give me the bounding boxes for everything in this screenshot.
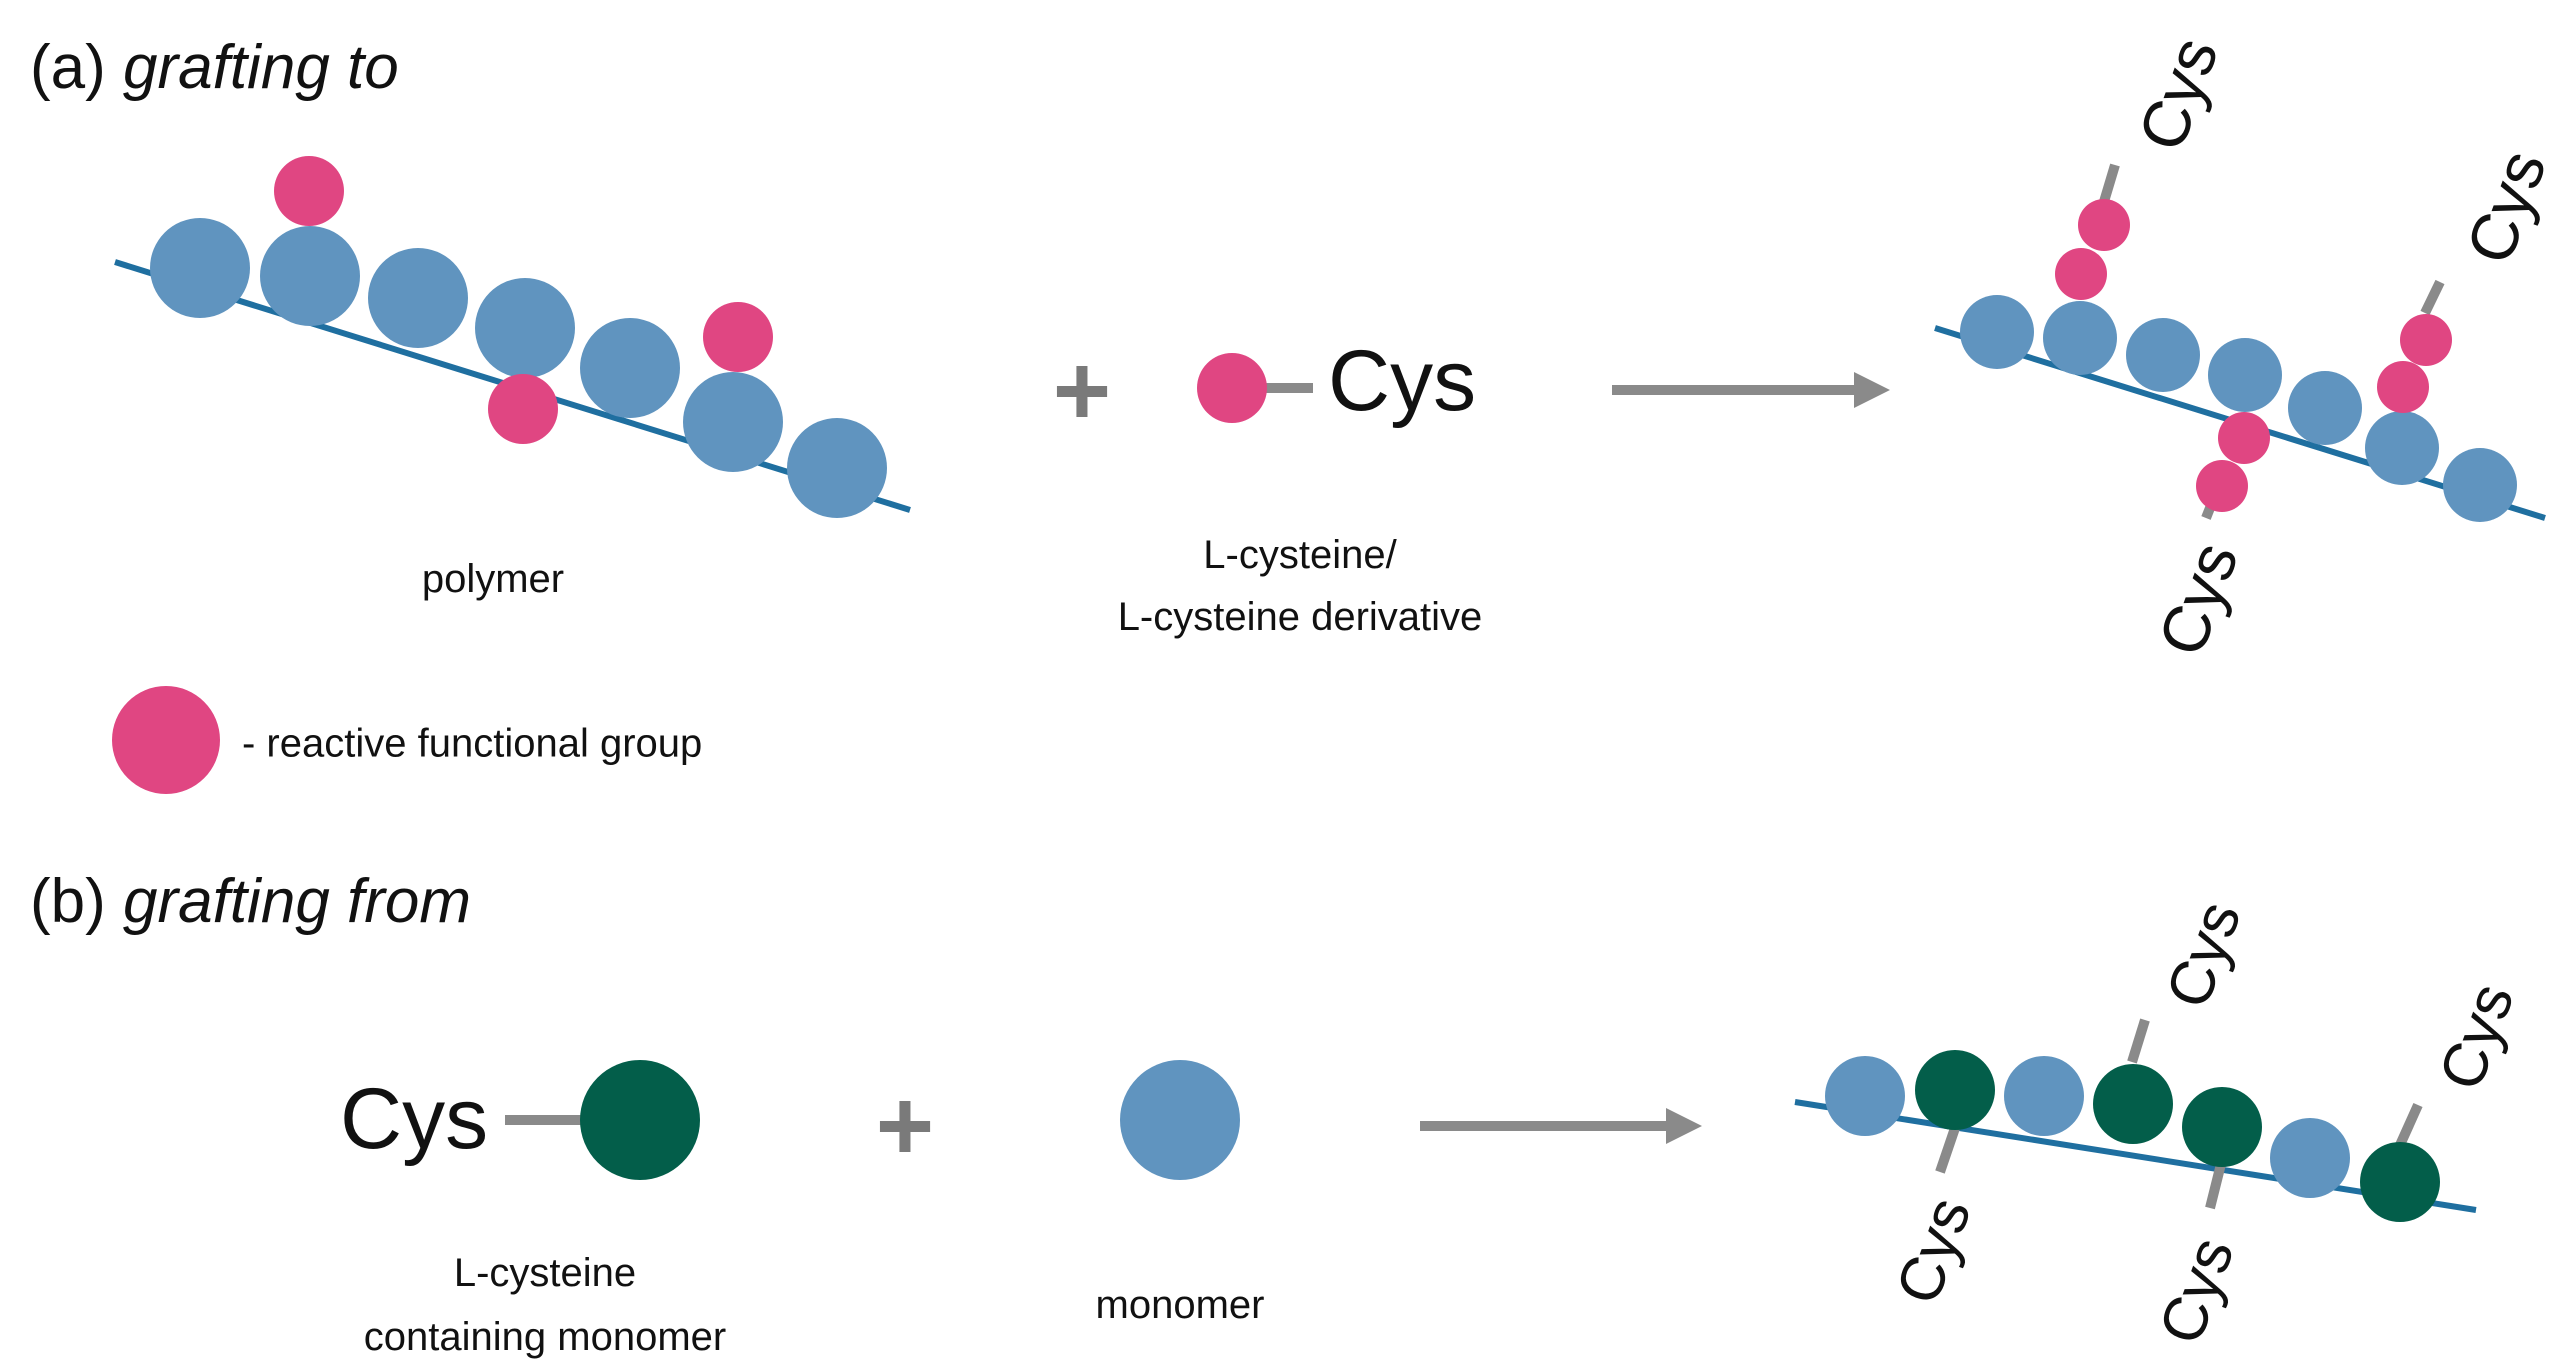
reagent-caption-line2: L-cysteine derivative — [1118, 595, 1483, 639]
product-cys-label: Cys — [2124, 28, 2232, 160]
product-linker — [2377, 361, 2429, 413]
polymer-monomer — [683, 372, 783, 472]
product-linker — [2196, 460, 2248, 512]
cys-monomer-caption-line1: L-cysteine — [454, 1251, 636, 1295]
product-monomer — [2126, 318, 2200, 392]
polymer-caption: polymer — [422, 557, 564, 601]
product-cys-label: Cys — [2452, 141, 2549, 273]
arrow-head — [1666, 1108, 1702, 1144]
panel-b-heading: (b) grafting from — [30, 867, 471, 936]
graft-stem — [2127, 1018, 2150, 1064]
product-linker — [2218, 412, 2270, 464]
polymer-chain — [114, 156, 911, 518]
graft-stem — [2395, 1102, 2423, 1148]
product-monomer — [2208, 338, 2282, 412]
graft-stem — [2205, 1158, 2227, 1210]
graft-stem — [2098, 163, 2120, 207]
copolymer-cys-monomer — [2093, 1064, 2173, 1144]
product-monomer — [2443, 448, 2517, 522]
product-cys-label: Cys — [2144, 533, 2252, 665]
cys-monomer-caption-line2: containing monomer — [364, 1315, 726, 1359]
product-monomer — [2043, 301, 2117, 375]
polymer-monomer — [260, 226, 360, 326]
legend-text: - reactive functional group — [242, 722, 702, 766]
copolymer-cys-monomer — [2182, 1087, 2262, 1167]
reactive-group — [274, 156, 344, 226]
panel-b: (b) grafting from Cys L-cysteine contain… — [30, 867, 2528, 1359]
cys-monomer-circle — [580, 1060, 700, 1180]
arrow-head — [1854, 372, 1890, 408]
product-monomer — [2288, 371, 2362, 445]
polymer-monomer — [150, 218, 250, 318]
graft-stem — [2420, 279, 2445, 316]
grafted-polymer-a: Cys Cys Cys — [1934, 28, 2549, 665]
copolymer-monomer — [2004, 1056, 2084, 1136]
panel-a-heading: (a) grafting to — [30, 33, 399, 102]
copolymer-cys-label: Cys — [2426, 975, 2527, 1099]
copolymer-cys-label: Cys — [2146, 1229, 2247, 1353]
monomer-caption: monomer — [1096, 1283, 1265, 1327]
graft-stem — [1935, 1126, 1960, 1174]
copolymer-monomer — [1825, 1056, 1905, 1136]
product-monomer — [1960, 295, 2034, 369]
monomer-circle — [1120, 1060, 1240, 1180]
product-linker — [2400, 314, 2452, 366]
cysteine-reagent: Cys — [1197, 333, 1476, 429]
copolymer-monomer — [2270, 1118, 2350, 1198]
reactive-group — [488, 374, 558, 444]
copolymer-cys-label: Cys — [2153, 893, 2254, 1017]
grafted-copolymer-b: Cys Cys Cys Cys — [1794, 893, 2528, 1353]
polymer-monomer — [580, 318, 680, 418]
monomer-cys-label: Cys — [340, 1071, 488, 1167]
reaction-arrow-a — [1612, 372, 1890, 408]
reactive-group — [703, 302, 773, 372]
polymer-monomer — [368, 248, 468, 348]
reagent-caption-line1: L-cysteine/ — [1203, 533, 1397, 577]
legend-swatch — [112, 686, 220, 794]
cys-containing-monomer: Cys — [340, 1060, 700, 1180]
copolymer-cys-label: Cys — [1883, 1189, 1984, 1313]
plus-sign-b: + — [876, 1070, 934, 1182]
polymer-monomer — [475, 278, 575, 378]
product-linker — [2078, 199, 2130, 251]
plus-sign-a: + — [1053, 335, 1111, 447]
polymer-monomer — [787, 418, 887, 518]
reagent-cys-label: Cys — [1328, 333, 1476, 429]
product-monomer — [2365, 411, 2439, 485]
panel-a: (a) grafting to polymer + Cys L-cysteine… — [30, 28, 2549, 794]
reaction-arrow-b — [1420, 1108, 1702, 1144]
legend-reactive-group: - reactive functional group — [112, 686, 702, 794]
product-linker — [2055, 248, 2107, 300]
reagent-reactive-group — [1197, 353, 1267, 423]
copolymer-cys-monomer — [2360, 1142, 2440, 1222]
copolymer-cys-monomer — [1915, 1050, 1995, 1130]
